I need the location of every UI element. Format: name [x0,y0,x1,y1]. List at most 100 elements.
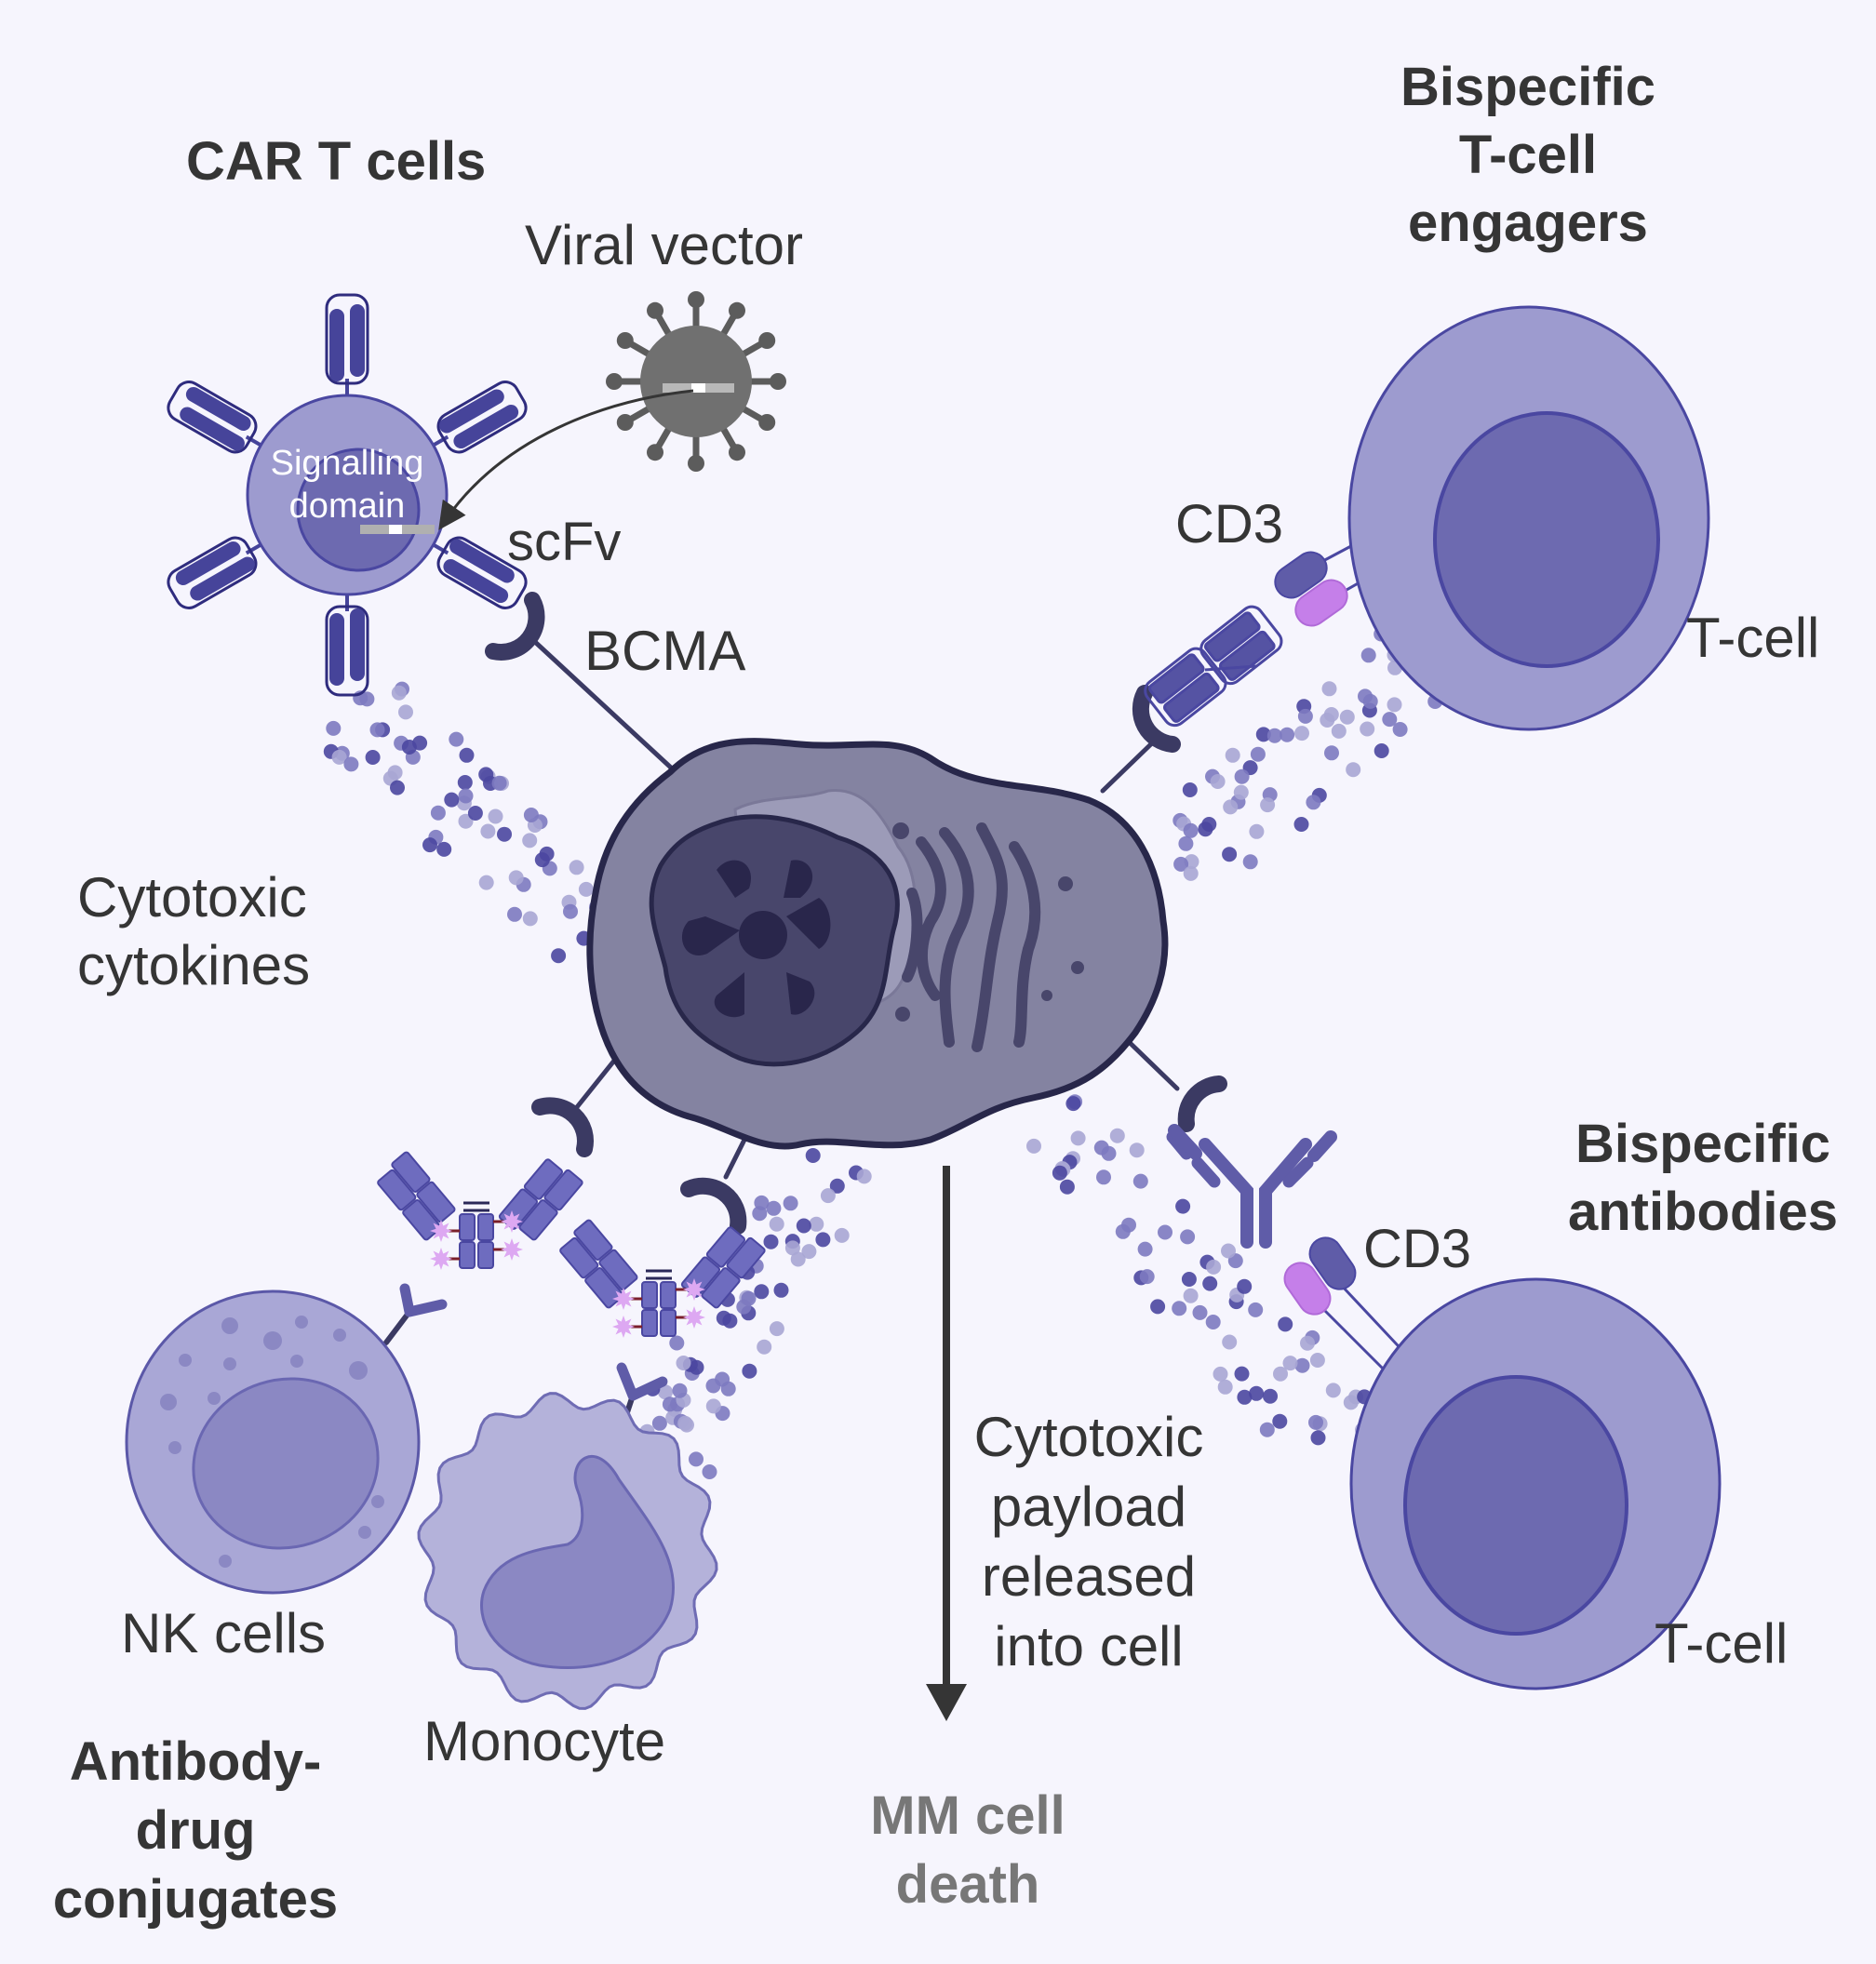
cytokine-dot-bsab [1213,1366,1228,1382]
cytokine-dot-car-t [497,826,512,842]
cytokine-dot-monocyte [763,1234,779,1249]
cytokine-dot-bite [1225,747,1240,763]
cytokine-dot-monocyte [856,1169,872,1184]
car-t-cell-nucleus [296,448,421,572]
nk-cells-label: NK cells [121,1602,326,1664]
cytokine-dot-bite [1331,723,1347,739]
adc-molecules [377,1151,766,1338]
adc-molecule-nk [377,1151,583,1270]
cytokine-dot-monocyte [769,1321,784,1337]
cytokine-dot-bsab [1192,1304,1208,1320]
virus-spike-tip [770,373,786,390]
cytokine-dot-bite [1183,865,1199,881]
cytokine-dot-car-t [563,903,578,919]
cytokine-dot-monocyte [796,1218,811,1234]
mm-chromatin-lobes [681,860,831,1018]
cytokine-dot-bite [1306,795,1321,810]
virus-spike-tip [688,291,704,308]
cytokine-dot-bsab [1325,1383,1341,1398]
bispecific-antibody [1166,1124,1337,1249]
cytokine-dot-car-t [522,833,538,848]
cytokine-dot-bsab [1172,1301,1187,1316]
mm-cell-death-line-2: death [896,1854,1040,1915]
cytokine-dot-car-t [534,852,550,868]
cytokine-dot-bsab [1109,1128,1125,1143]
cytokine-dot-bsab [1175,1198,1191,1214]
cytokine-dot-car-t [457,775,473,790]
cytokine-dot-bite [1294,726,1309,742]
cytokine-dot-bite [1362,693,1378,709]
bispecific-antibodies-line-1: Bispecific [1575,1114,1830,1174]
cytokine-dot-monocyte [805,1148,821,1163]
cytokine-dot-bsab [1183,1288,1199,1303]
cytokine-dot-bsab [1222,1334,1238,1350]
cytokine-dot-bite [1178,835,1194,851]
car-t-title: CAR T cells [186,131,486,192]
adc-title-line-3: conjugates [53,1869,338,1930]
nk-cell-nucleus [192,1377,380,1550]
cytokine-dot-bite [1210,774,1226,789]
cytokine-dot-monocyte [705,1378,721,1394]
cytokine-dot-car-t [458,788,474,804]
cytokine-dot-bsab [1259,1422,1275,1437]
cytokine-dot-car-t [480,823,496,839]
virus-spike-tip [616,414,634,431]
cytokine-dot-bsab [1343,1395,1359,1410]
cytokine-dot-bsab [1121,1217,1136,1233]
cd3-epsilon-top [1274,551,1328,599]
cytokine-dot-bsab [1234,1366,1250,1382]
drug-payload-icon [612,1288,635,1310]
t-cell-label-top: T-cell [1686,607,1819,669]
cytokine-dot-bite [1183,822,1199,838]
virus-spike-tip [729,444,745,461]
cytokine-dot-car-t [569,860,584,875]
signalling-domain-label-2: domain [289,487,406,526]
bcma-receptor-car-t [485,592,545,661]
car-t-cell: Signalling domain [167,293,528,697]
cytokine-dot-monocyte [754,1195,770,1210]
cytokine-dot-car-t [422,837,437,853]
drug-payload-icon [430,1248,452,1270]
payload-arrowhead [926,1684,967,1721]
viral-vector [438,291,786,530]
cytokine-dot-monocyte [820,1188,836,1204]
bispecific-antibodies-line-2: antibodies [1568,1182,1838,1242]
bcma-receptor-adc-nk [531,1097,594,1157]
cytokine-dot-car-t [488,808,503,824]
monocyte [417,1362,718,1710]
upper-t-cell [1347,305,1710,731]
nk-fc-receptor [383,1283,448,1345]
mm-golgi-er [902,822,1041,1052]
cytokine-dot-monocyte [773,1282,789,1298]
virus-spike-tip [758,414,776,431]
cytokine-dot-car-t [467,806,483,821]
cytokine-dot-bite [1382,712,1398,728]
cytokine-dot-bsab [1150,1299,1166,1315]
cd3-label-top: CD3 [1175,494,1283,554]
cytokine-dot-monocyte [722,1313,738,1329]
cytokine-dot-bsab [1026,1138,1041,1154]
bcma-receptor-bsab [1177,1076,1227,1132]
cytokine-dot-car-t [522,911,538,927]
car-receptor [325,293,369,397]
cytokine-dot-monocyte [754,1284,770,1300]
mm-cell-death-line-1: MM cell [870,1785,1065,1846]
cytokine-dot-bite [1323,707,1339,722]
bite-title-line-1: Bispecific [1400,57,1655,117]
cytokine-dot-monocyte [669,1335,685,1351]
bcma-receptor-adc-mono [680,1177,747,1235]
cytokine-dot-monocyte [757,1339,772,1355]
cytokine-dot-bsab [1180,1229,1196,1245]
car-receptor [325,593,369,697]
drug-payload-icon [683,1306,705,1329]
cytokine-dot-monocyte [790,1251,806,1267]
cytokine-dot-bite [1339,709,1355,725]
monocyte-nucleus [480,1455,676,1669]
cytokine-dot-bite [1321,681,1337,697]
cytokine-dot-car-t [326,720,342,736]
bcma-stalk-car-t [532,639,687,782]
drug-payload-icon [430,1220,452,1242]
cytokine-dot-car-t [459,747,475,763]
cytokine-dot-bite [1201,817,1217,832]
